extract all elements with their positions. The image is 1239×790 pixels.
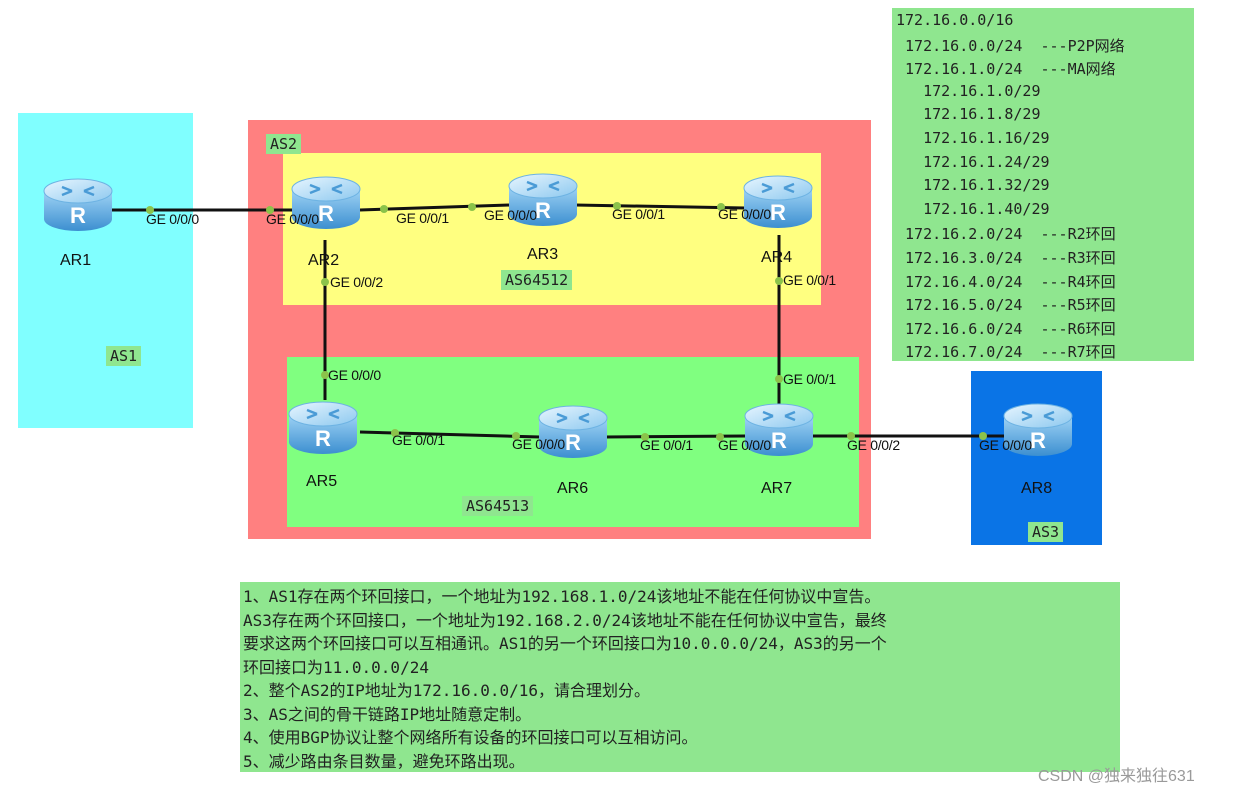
as3-label: AS3 — [1028, 522, 1064, 542]
requirement-line: 2、整个AS2的IP地址为172.16.0.0/16，请合理划分。 — [243, 681, 651, 700]
address-plan-line: 172.16.2.0/24 ---R2环回 — [896, 225, 1116, 244]
iface-ar5-ge000: GE 0/0/0 — [328, 367, 381, 383]
port-dot — [775, 375, 783, 383]
iface-ar7-ge000: GE 0/0/0 — [718, 437, 771, 453]
address-plan-line: 172.16.0.0/24 ---P2P网络 — [896, 36, 1125, 55]
iface-ar8-ge000: GE 0/0/0 — [979, 437, 1032, 453]
router-name-ar8: AR8 — [1021, 480, 1053, 497]
link-ar5-ar6 — [359, 430, 541, 439]
svg-text:R: R — [771, 428, 787, 453]
iface-ar2-ge002: GE 0/0/2 — [330, 274, 383, 290]
address-plan-line: 172.16.6.0/24 ---R6环回 — [896, 319, 1116, 338]
port-dot — [775, 277, 783, 285]
svg-text:R: R — [770, 200, 786, 225]
port-dot — [716, 433, 724, 441]
svg-text:R: R — [1030, 428, 1046, 453]
as64512-label: AS64512 — [501, 270, 573, 290]
address-plan-line: 172.16.7.0/24 ---R7环回 — [896, 343, 1116, 362]
requirement-line: 4、使用BGP协议让整个网络所有设备的环回接口可以互相访问。 — [243, 728, 698, 747]
router-icon[interactable]: R — [741, 400, 817, 460]
address-plan-line: 172.16.3.0/24 ---R3环回 — [896, 249, 1116, 267]
address-plan-line: 172.16.0.0/16 — [896, 11, 1014, 29]
as3-area — [971, 371, 1102, 545]
port-dot — [321, 278, 329, 286]
address-plan-line: 172.16.1.16/29 — [896, 129, 1050, 147]
svg-text:R: R — [315, 426, 331, 451]
address-plan-line: 172.16.1.24/29 — [896, 152, 1050, 171]
router-icon[interactable]: R — [535, 402, 611, 462]
iface-ar1-ge000: GE 0/0/0 — [146, 211, 199, 227]
svg-text:R: R — [318, 201, 334, 226]
port-dot — [321, 371, 329, 379]
address-plan-line: 172.16.1.8/29 — [896, 105, 1041, 124]
watermark: CSDN @独来独往631 — [1038, 768, 1195, 785]
iface-ar6-ge001: GE 0/0/1 — [640, 437, 693, 453]
port-dot — [512, 432, 520, 440]
port-dot — [391, 429, 399, 437]
as64513-label: AS64513 — [462, 496, 534, 516]
port-dot — [847, 432, 855, 440]
iface-ar5-ge001: GE 0/0/1 — [392, 432, 445, 448]
router-icon[interactable]: R — [285, 398, 361, 458]
router-name-ar2: AR2 — [308, 252, 340, 269]
iface-ar3-ge001: GE 0/0/1 — [612, 206, 665, 222]
router-name-ar4: AR4 — [761, 249, 793, 266]
address-plan-line: 172.16.4.0/24 ---R4环回 — [896, 272, 1116, 291]
requirement-line: 环回接口为11.0.0.0/24 — [243, 657, 429, 677]
router-icon[interactable]: R — [1000, 400, 1076, 460]
router-name-ar5: AR5 — [306, 473, 338, 490]
iface-ar7-ge001: GE 0/0/1 — [783, 371, 836, 387]
requirement-line: 3、AS之间的骨干链路IP地址随意定制。 — [243, 704, 532, 724]
iface-ar2-ge000: GE 0/0/0 — [266, 211, 319, 227]
requirement-line: 1、AS1存在两个环回接口，一个地址为192.168.1.0/24该地址不能在任… — [243, 587, 881, 606]
iface-ar4-ge001: GE 0/0/1 — [783, 272, 836, 288]
requirement-line: 要求这两个环回接口可以互相通讯。AS1的另一个环回接口为10.0.0.0/24，… — [243, 634, 887, 653]
requirements-panel: 1、AS1存在两个环回接口，一个地址为192.168.1.0/24该地址不能在任… — [240, 582, 1120, 772]
router-icon[interactable]: R — [740, 172, 816, 232]
router-icon[interactable]: R — [288, 173, 364, 233]
router-name-ar1: AR1 — [60, 252, 92, 269]
link-ar3-ar4 — [574, 203, 746, 210]
port-dot — [979, 432, 987, 440]
iface-ar6-ge000: GE 0/0/0 — [512, 436, 565, 452]
port-dot — [613, 202, 621, 210]
as1-area — [18, 113, 193, 428]
port-dot — [380, 205, 388, 213]
port-dot — [641, 433, 649, 441]
as1-label: AS1 — [106, 346, 142, 366]
as2-label: AS2 — [266, 134, 302, 154]
address-plan-line: 172.16.5.0/24 ---R5环回 — [896, 296, 1116, 315]
router-name-ar7: AR7 — [761, 480, 793, 497]
address-plan-line: 172.16.1.0/24 ---MA网络 — [896, 60, 1116, 79]
router-name-ar6: AR6 — [557, 480, 589, 497]
address-plan-line: 172.16.1.0/29 — [896, 81, 1041, 100]
port-dot — [717, 203, 725, 211]
iface-ar7-ge002: GE 0/0/2 — [847, 437, 900, 453]
svg-text:R: R — [565, 430, 581, 455]
requirement-line: 5、减少路由条目数量，避免环路出现。 — [243, 751, 525, 771]
address-plan-line: 172.16.1.40/29 — [896, 199, 1050, 218]
router-icon[interactable]: R — [40, 175, 116, 235]
iface-ar2-ge001: GE 0/0/1 — [396, 210, 449, 226]
router-icon[interactable]: R — [505, 170, 581, 230]
address-plan-panel: 172.16.0.0/16 172.16.0.0/24 ---P2P网络 172… — [892, 8, 1194, 361]
port-dot — [468, 203, 476, 211]
requirement-line: AS3存在两个环回接口，一个地址为192.168.2.0/24该地址不能在任何协… — [243, 610, 887, 630]
iface-ar3-ge000: GE 0/0/0 — [484, 207, 537, 223]
svg-text:R: R — [70, 203, 86, 228]
port-dot — [266, 206, 274, 214]
router-name-ar3: AR3 — [527, 246, 559, 263]
address-plan-line: 172.16.1.32/29 — [896, 176, 1050, 195]
iface-ar4-ge000: GE 0/0/0 — [718, 206, 771, 222]
svg-text:R: R — [535, 198, 551, 223]
port-dot — [146, 206, 154, 214]
